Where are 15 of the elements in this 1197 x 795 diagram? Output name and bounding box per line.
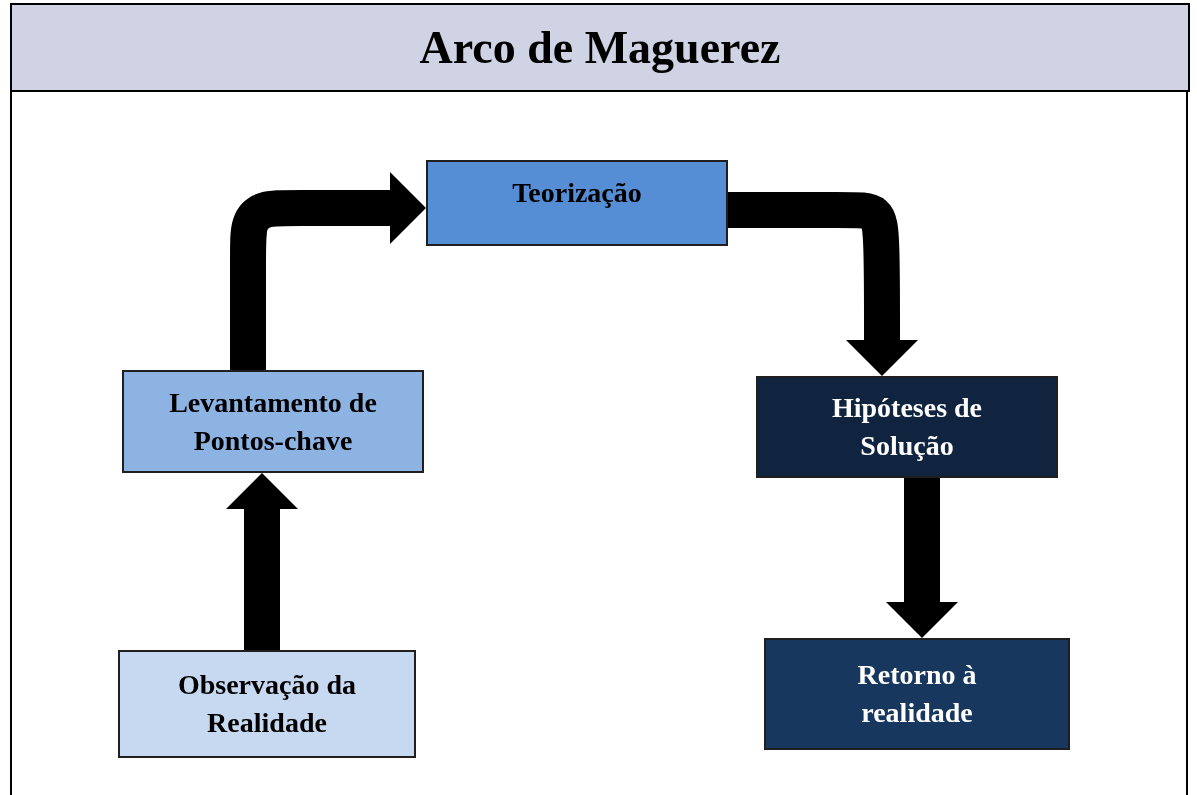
box-label: Levantamento de Pontos-chave [168, 385, 378, 458]
box-label: Retorno à realidade [856, 658, 978, 730]
box-label: Observação da Realidade [176, 668, 358, 740]
block-arrow [226, 473, 298, 650]
process-box [756, 376, 1058, 478]
block-arrow [230, 172, 426, 370]
process-box [764, 638, 1070, 750]
box-label: Teorização [512, 176, 642, 210]
block-arrow [886, 478, 958, 638]
block-arrow [728, 192, 918, 376]
process-box [118, 650, 416, 758]
process-box [426, 160, 728, 246]
process-box [122, 370, 424, 473]
title: Arco de Maguerez [419, 21, 781, 74]
box-label: Hipóteses de Solução [830, 391, 984, 463]
